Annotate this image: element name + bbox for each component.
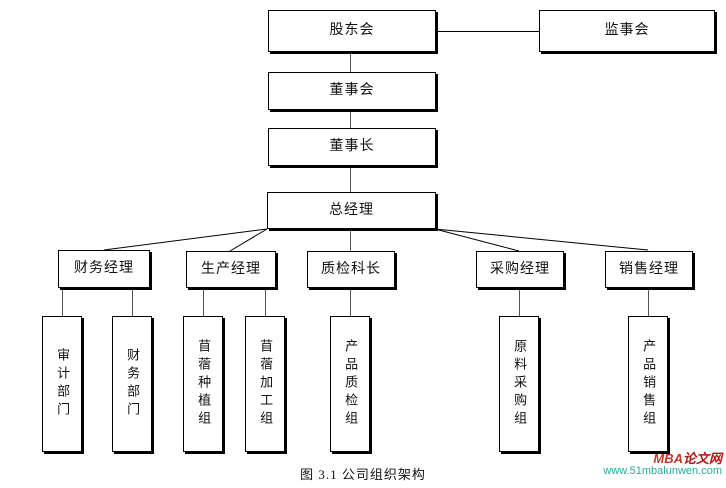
node-finance-department-label: 财务部门 (125, 348, 141, 420)
node-qc-chief-label: 质检科长 (321, 261, 381, 277)
node-general-manager[interactable]: 总经理 (267, 192, 436, 229)
node-alfalfa-processing-group-label: 苜蓿加工组 (258, 339, 274, 429)
node-alfalfa-planting-group[interactable]: 苜蓿种植组 (183, 316, 223, 452)
edge-shareholders-board (350, 52, 351, 72)
edge-chairman-gm (350, 166, 351, 192)
node-product-qc-group-label: 产品质检组 (343, 339, 359, 429)
watermark-brand-latin: MBA (653, 451, 683, 466)
node-product-sales-group-label: 产品销售组 (641, 339, 657, 429)
node-production-manager-label: 生产经理 (201, 261, 261, 277)
edge-sales-mgr-prod-sales (648, 288, 649, 316)
node-product-qc-group[interactable]: 产品质检组 (330, 316, 370, 452)
node-general-manager-label: 总经理 (329, 202, 374, 218)
node-shareholders-label: 股东会 (329, 23, 375, 39)
node-alfalfa-planting-group-label: 苜蓿种植组 (196, 339, 212, 429)
node-finance-department[interactable]: 财务部门 (112, 316, 152, 452)
node-chairman[interactable]: 董事长 (268, 128, 436, 166)
edge-prod-mgr-alfalfa-proc (265, 288, 266, 316)
node-qc-chief[interactable]: 质检科长 (307, 251, 395, 288)
node-supervisors-label: 监事会 (604, 23, 650, 39)
watermark-brand: MBA论文网 (603, 452, 722, 466)
watermark-url: www.51mbalunwen.com (603, 464, 722, 477)
edge-split-prod-mgr (203, 288, 266, 289)
edge-split-fin-mgr (62, 288, 133, 289)
node-board-label: 董事会 (329, 83, 375, 99)
node-purchasing-manager-label: 采购经理 (490, 261, 550, 277)
node-product-sales-group[interactable]: 产品销售组 (628, 316, 668, 452)
node-finance-manager-label: 财务经理 (74, 261, 134, 277)
edge-fin-mgr-fin-dept (132, 288, 133, 316)
figure-caption: 图 3.1 公司组织架构 (300, 467, 426, 482)
edge-shareholders-supervisors (437, 31, 539, 32)
node-material-purchasing-group-label: 原料采购组 (512, 339, 528, 429)
edge-prod-mgr-alfalfa-grow (203, 288, 204, 316)
node-audit-department-label: 审计部门 (55, 348, 71, 420)
node-alfalfa-processing-group[interactable]: 苜蓿加工组 (245, 316, 285, 452)
node-board[interactable]: 董事会 (268, 72, 436, 110)
node-audit-department[interactable]: 审计部门 (42, 316, 82, 452)
node-sales-manager[interactable]: 销售经理 (605, 251, 693, 288)
watermark: MBA论文网 www.51mbalunwen.com (603, 452, 722, 477)
node-supervisors[interactable]: 监事会 (539, 10, 715, 52)
edge-fin-mgr-audit-dept (62, 288, 63, 316)
node-finance-manager[interactable]: 财务经理 (58, 250, 150, 288)
edge-board-chairman (350, 110, 351, 128)
node-chairman-label: 董事长 (329, 139, 375, 155)
edge-purch-mgr-mat-purch (519, 288, 520, 316)
node-sales-manager-label: 销售经理 (619, 261, 679, 277)
node-material-purchasing-group[interactable]: 原料采购组 (499, 316, 539, 452)
watermark-brand-cn: 论文网 (682, 451, 722, 466)
node-shareholders[interactable]: 股东会 (268, 10, 436, 52)
node-purchasing-manager[interactable]: 采购经理 (476, 251, 564, 288)
edge-qc-chief-prod-qc (350, 288, 351, 316)
node-production-manager[interactable]: 生产经理 (186, 251, 276, 288)
edge-gm-qc-chief (350, 229, 351, 251)
